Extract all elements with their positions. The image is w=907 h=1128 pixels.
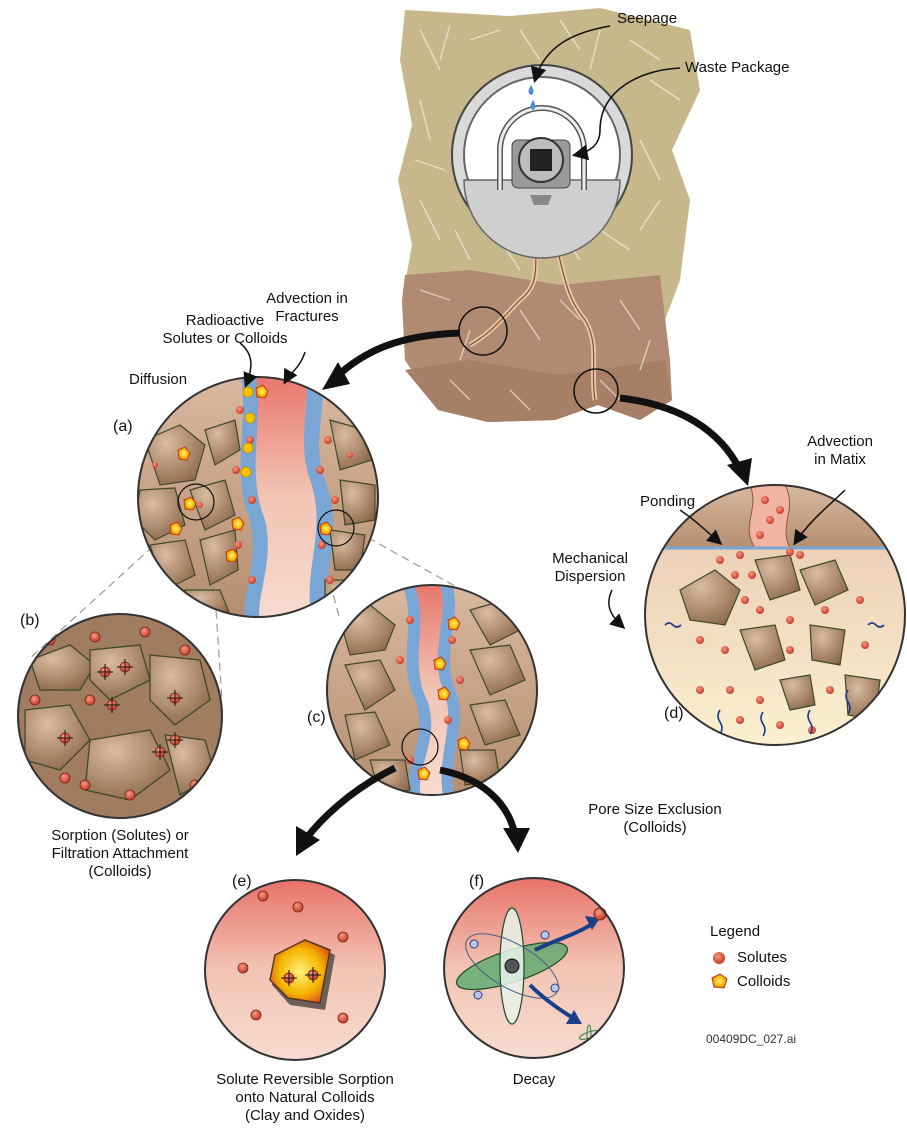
panel-e-colloid-sorption bbox=[205, 880, 385, 1060]
decay-label: Decay bbox=[494, 1071, 574, 1089]
legend-solutes: Solutes bbox=[737, 949, 787, 967]
legend-solute-icon bbox=[713, 952, 725, 964]
waste-package-label: Waste Package bbox=[685, 59, 790, 77]
panel-b-tag: (b) bbox=[20, 612, 40, 630]
panel-c-pore-exclusion bbox=[327, 580, 537, 800]
file-id: 00409DC_027.ai bbox=[706, 1030, 796, 1048]
panel-f-decay bbox=[444, 878, 624, 1058]
legend-colloid-icon bbox=[712, 974, 727, 988]
seepage-label: Seepage bbox=[617, 10, 677, 28]
panel-b-sorption bbox=[18, 614, 222, 818]
released-solute bbox=[594, 908, 606, 920]
panel-e-tag: (e) bbox=[232, 873, 252, 891]
pore-size-exclusion-label: Pore Size Exclusion(Colloids) bbox=[570, 801, 740, 837]
panel-a-fracture-advection bbox=[135, 370, 378, 620]
panel-a-tag: (a) bbox=[113, 418, 133, 436]
panel-f-tag: (f) bbox=[469, 873, 484, 891]
ponding-label: Ponding bbox=[640, 493, 695, 511]
legend-title: Legend bbox=[710, 923, 760, 941]
legend-colloids: Colloids bbox=[737, 973, 790, 991]
panel-d-tag: (d) bbox=[664, 705, 684, 723]
diffusion-label: Diffusion bbox=[129, 371, 187, 389]
panel-c-tag: (c) bbox=[307, 709, 326, 727]
